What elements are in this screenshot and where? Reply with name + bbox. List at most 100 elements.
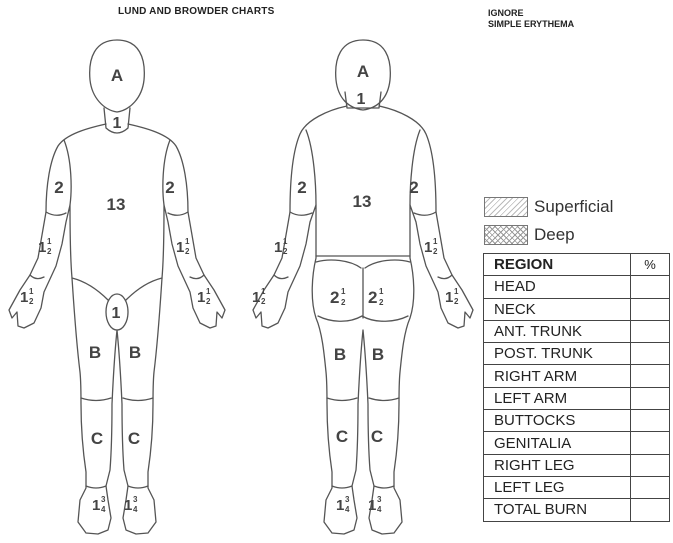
region-cell: LEFT LEG — [484, 476, 631, 498]
table-row: NECK — [484, 298, 670, 320]
fraction-denominator: 2 — [379, 298, 384, 307]
table-row: LEFT ARM — [484, 387, 670, 409]
fraction-numerator: 3 — [377, 495, 382, 504]
region-cell: NECK — [484, 298, 631, 320]
front-knee-lines — [81, 398, 153, 401]
front-wrist-lines — [30, 275, 204, 279]
front-trunk-label: 13 — [107, 195, 126, 214]
region-cell: LEFT ARM — [484, 387, 631, 409]
region-cell: POST. TRUNK — [484, 343, 631, 365]
legend-deep-label: Deep — [534, 225, 575, 245]
back-leg-left-label: C — [371, 427, 383, 446]
front-thigh-right-label: B — [89, 343, 101, 362]
front-neck-label: 1 — [113, 115, 122, 132]
table-row: RIGHT ARM — [484, 365, 670, 387]
back-upper-arm-right-label: 2 — [297, 178, 306, 197]
percent-cell[interactable] — [631, 320, 670, 342]
fraction-whole: 1 — [124, 497, 132, 514]
fraction-whole: 1 — [176, 239, 184, 256]
fraction-denominator: 2 — [261, 297, 266, 306]
superficial-swatch — [484, 197, 528, 217]
back-thigh-right-label: B — [334, 345, 346, 364]
back-foot-right-fraction: 1 3 4 — [336, 495, 350, 514]
front-foot-right-fraction: 1 3 4 — [92, 495, 106, 514]
back-foot-left-fraction: 1 3 4 — [368, 495, 382, 514]
region-cell: HEAD — [484, 276, 631, 298]
percent-cell[interactable] — [631, 343, 670, 365]
back-neck-label: 1 — [357, 91, 366, 108]
fraction-denominator: 2 — [454, 297, 459, 306]
percent-cell[interactable] — [631, 454, 670, 476]
legend-superficial-label: Superficial — [534, 197, 613, 217]
fraction-numerator: 1 — [341, 287, 346, 296]
fraction-numerator: 1 — [379, 287, 384, 296]
fraction-numerator: 1 — [206, 287, 211, 296]
fraction-numerator: 1 — [47, 237, 52, 246]
back-leg-right-label: C — [336, 427, 348, 446]
fraction-numerator: 1 — [433, 237, 438, 246]
fraction-numerator: 3 — [101, 495, 106, 504]
total-percent-cell[interactable] — [631, 499, 670, 521]
table-row: POST. TRUNK — [484, 343, 670, 365]
front-genitalia-label: 1 — [112, 305, 121, 322]
fraction-whole: 1 — [368, 497, 376, 514]
fraction-denominator: 2 — [206, 297, 211, 306]
percent-cell[interactable] — [631, 476, 670, 498]
table-total-row: TOTAL BURN — [484, 499, 670, 521]
region-cell: GENITALIA — [484, 432, 631, 454]
legend-superficial: Superficial — [484, 196, 613, 218]
front-body-outline — [9, 124, 225, 534]
fraction-denominator: 4 — [345, 505, 350, 514]
table-row: ANT. TRUNK — [484, 320, 670, 342]
back-forearm-left-fraction: 1 1 2 — [424, 237, 438, 256]
fraction-denominator: 2 — [283, 247, 288, 256]
back-head-label: A — [357, 62, 369, 81]
front-groin-lines — [72, 278, 162, 300]
fraction-numerator: 1 — [283, 237, 288, 246]
front-foot-left-fraction: 1 3 4 — [124, 495, 138, 514]
percent-cell[interactable] — [631, 365, 670, 387]
back-body-outline — [253, 106, 473, 534]
fraction-whole: 1 — [20, 289, 28, 306]
fraction-denominator: 2 — [47, 247, 52, 256]
fraction-denominator: 4 — [133, 505, 138, 514]
region-cell: ANT. TRUNK — [484, 320, 631, 342]
fraction-whole: 1 — [424, 239, 432, 256]
fraction-whole: 1 — [274, 239, 282, 256]
back-thigh-left-label: B — [372, 345, 384, 364]
fraction-whole: 2 — [330, 288, 339, 307]
fraction-numerator: 1 — [261, 287, 266, 296]
fraction-whole: 1 — [92, 497, 100, 514]
deep-swatch — [484, 225, 528, 245]
back-body-figure — [253, 40, 473, 534]
fraction-numerator: 3 — [345, 495, 350, 504]
fraction-whole: 1 — [445, 289, 453, 306]
fraction-whole: 2 — [368, 288, 377, 307]
back-hand-right-fraction: 1 1 2 — [252, 287, 266, 306]
fraction-whole: 1 — [336, 497, 344, 514]
front-hand-right-fraction: 1 1 2 — [20, 287, 34, 306]
percent-cell[interactable] — [631, 410, 670, 432]
back-knee-lines — [327, 398, 399, 401]
front-hand-left-fraction: 1 1 2 — [197, 287, 211, 306]
percent-cell[interactable] — [631, 387, 670, 409]
percent-cell[interactable] — [631, 298, 670, 320]
table-row: BUTTOCKS — [484, 410, 670, 432]
front-upper-arm-left-label: 2 — [165, 178, 174, 197]
front-forearm-left-fraction: 1 1 2 — [176, 237, 190, 256]
fraction-denominator: 2 — [433, 247, 438, 256]
fraction-numerator: 1 — [29, 287, 34, 296]
fraction-whole: 1 — [252, 289, 260, 306]
fraction-whole: 1 — [197, 289, 205, 306]
fraction-denominator: 2 — [185, 247, 190, 256]
front-thigh-left-label: B — [129, 343, 141, 362]
back-buttock-left-fraction: 2 1 2 — [368, 287, 384, 307]
percent-cell[interactable] — [631, 276, 670, 298]
region-cell: BUTTOCKS — [484, 410, 631, 432]
front-leg-right-label: C — [91, 429, 103, 448]
back-buttock-right-fraction: 2 1 2 — [330, 287, 346, 307]
percent-cell[interactable] — [631, 432, 670, 454]
front-head-label: A — [111, 66, 123, 85]
fraction-denominator: 2 — [341, 298, 346, 307]
back-trunk-label: 13 — [353, 192, 372, 211]
